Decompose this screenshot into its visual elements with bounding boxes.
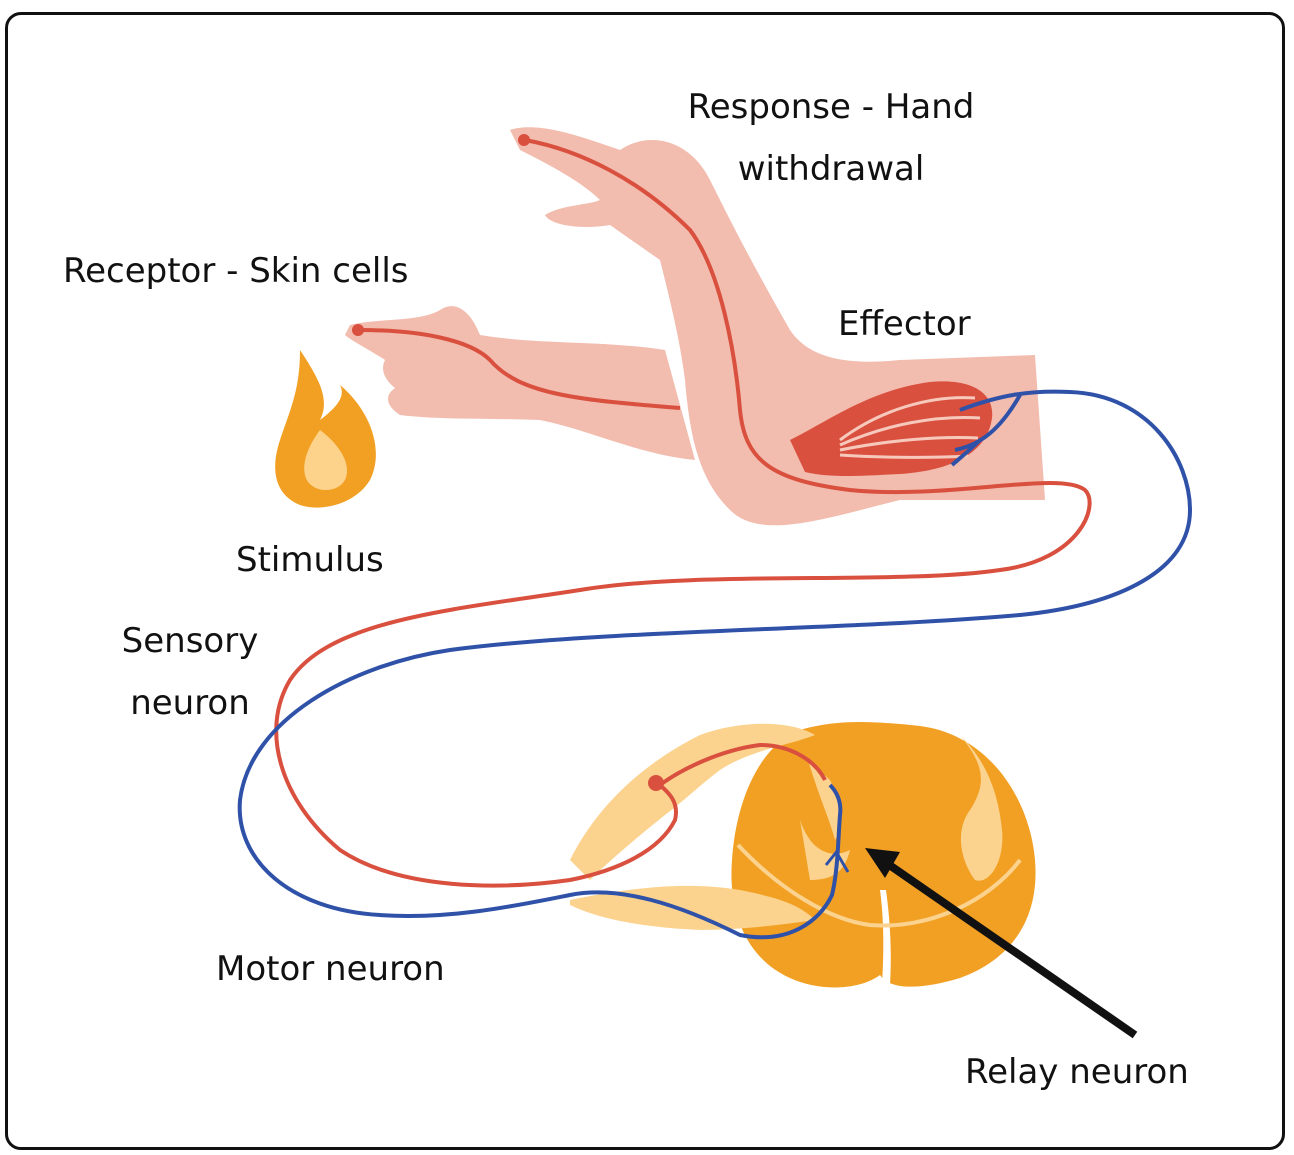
motor-neuron-label: Motor neuron — [216, 938, 445, 1000]
ganglion-dot — [648, 775, 664, 791]
sensory-label-line2: neuron — [100, 672, 280, 734]
receptor-dot — [352, 324, 364, 336]
hand-tip-dot — [518, 134, 530, 146]
effector-label: Effector — [838, 293, 971, 355]
response-label-line1: Response - Hand — [676, 76, 986, 138]
stimulus-label: Stimulus — [236, 529, 384, 591]
sensory-label-line1: Sensory — [100, 610, 280, 672]
receptor-label: Receptor - Skin cells — [63, 240, 409, 302]
sensory-neuron-label: Sensory neuron — [100, 610, 280, 734]
response-label-line2: withdrawal — [676, 138, 986, 200]
response-label: Response - Hand withdrawal — [676, 76, 986, 200]
relay-neuron-label: Relay neuron — [965, 1041, 1189, 1103]
